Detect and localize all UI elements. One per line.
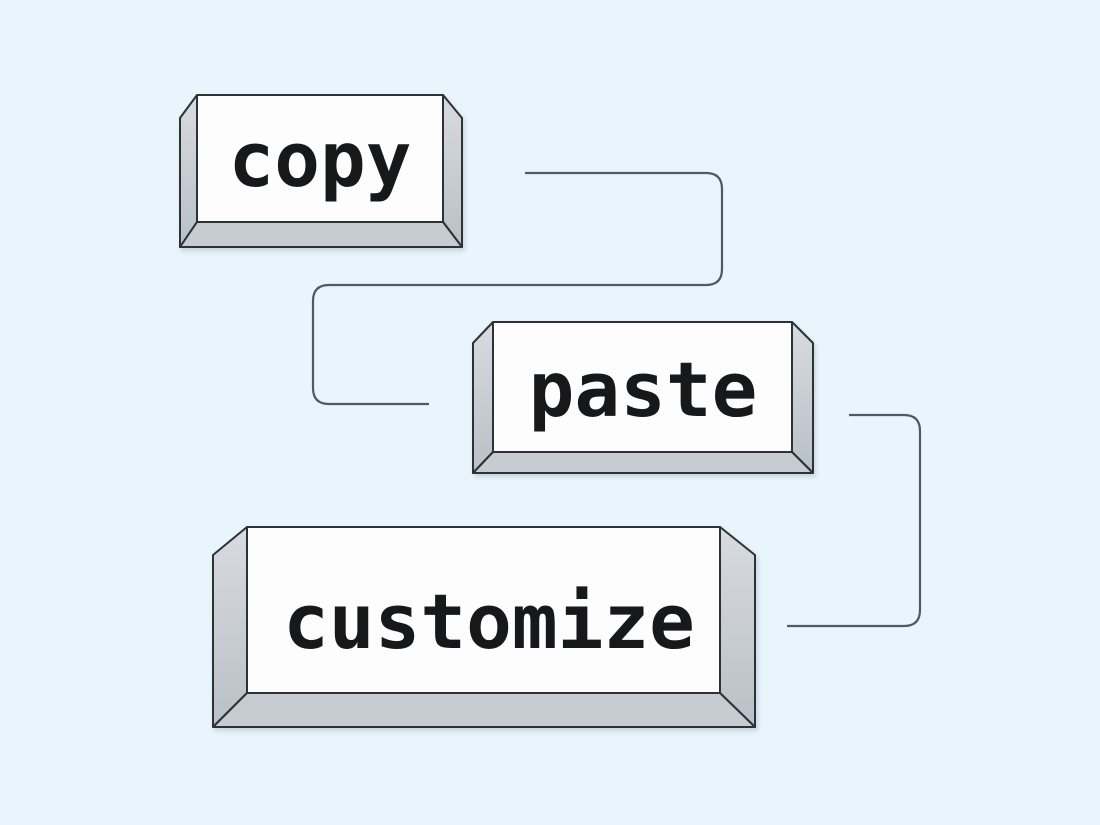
key-bottom-skirt [212, 692, 756, 728]
key-top-face [492, 321, 793, 453]
key-label-customize: customize [283, 577, 695, 666]
connector-paste-to-customize [787, 413, 922, 628]
key-right-bevel [791, 321, 814, 474]
key-top-face [246, 526, 721, 694]
key-bottom-skirt [472, 451, 814, 474]
key-bottom-skirt [179, 221, 463, 248]
key-customize[interactable]: customize [210, 524, 758, 730]
key-label-copy: copy [228, 115, 411, 204]
key-paste[interactable]: paste [470, 319, 816, 476]
key-copy[interactable]: copy [177, 92, 465, 250]
key-left-bevel [472, 321, 494, 474]
key-top-face [196, 94, 444, 223]
key-label-paste: paste [529, 345, 758, 434]
connector-copy-to-paste [311, 171, 724, 406]
